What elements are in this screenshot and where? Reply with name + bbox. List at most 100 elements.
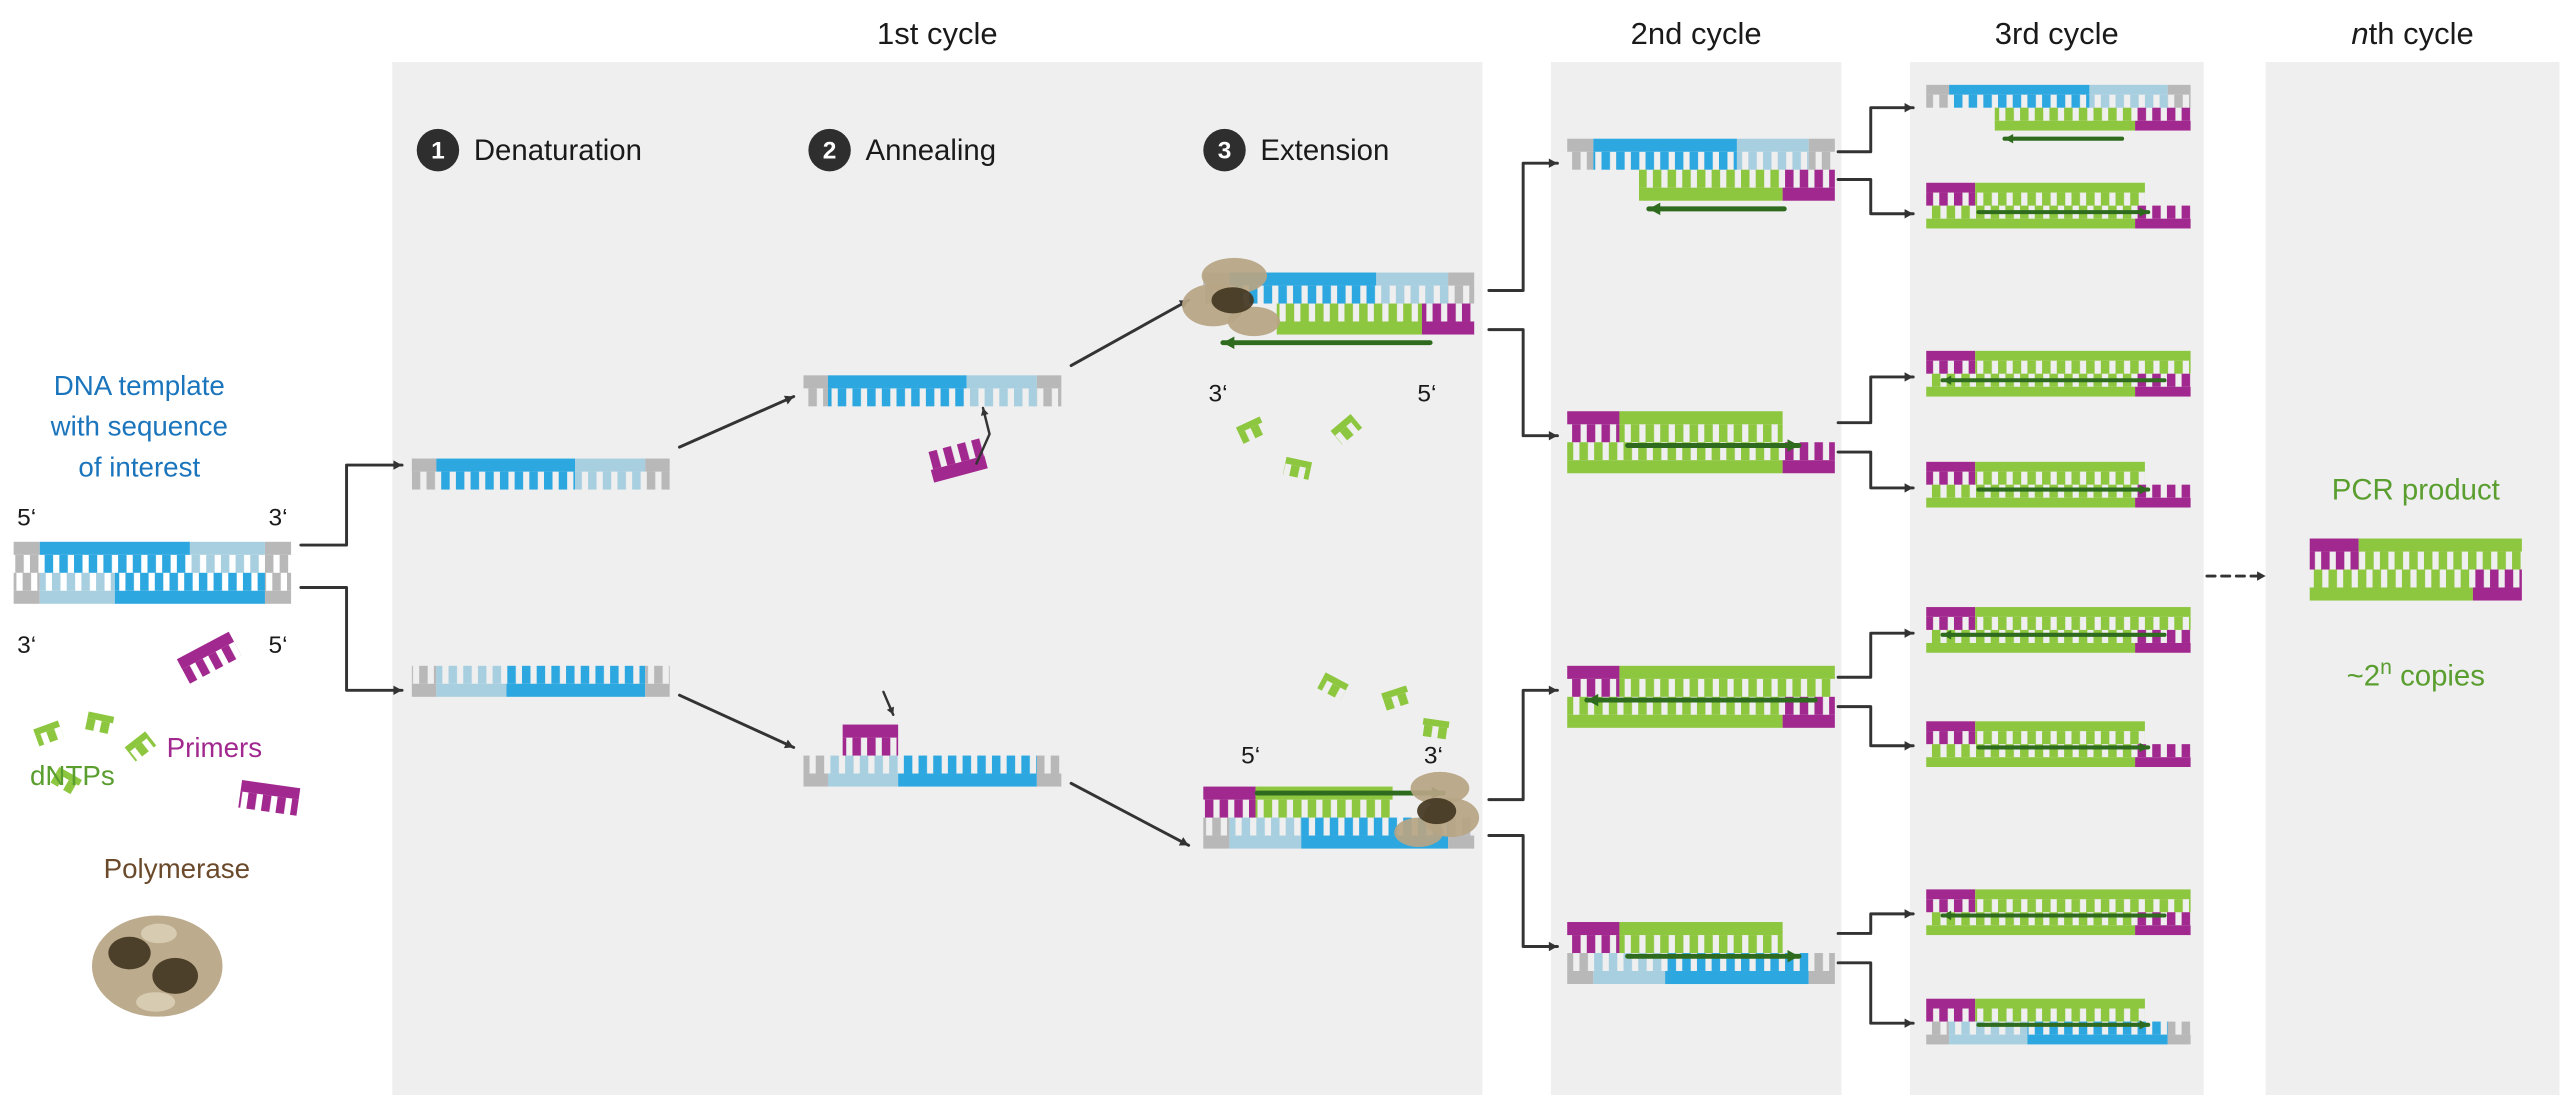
cycle3-duplex7-top bbox=[1926, 889, 2191, 913]
denatured-bottom-strand bbox=[411, 665, 670, 697]
annealing-bottom-strand bbox=[803, 755, 1062, 787]
dntp-icon-8 bbox=[1317, 672, 1349, 701]
cycle3-duplex1-bottom bbox=[1994, 107, 2191, 131]
arrow-ext-to-cycle2-4 bbox=[1487, 834, 1559, 952]
arrow-denat-to-anneal-bottom bbox=[677, 693, 796, 749]
template-top-strand bbox=[13, 541, 292, 573]
dntp-icon-3 bbox=[124, 731, 157, 762]
step-2-label: Annealing bbox=[865, 134, 996, 167]
cycle3-duplex3-bottom bbox=[1926, 373, 2191, 397]
cycle3-duplex8-top bbox=[1926, 998, 2145, 1022]
polymerase-legend bbox=[91, 915, 223, 1017]
arrow-cycle2-to-cycle3-7 bbox=[1836, 909, 1915, 935]
extension-arrow-cycle3-3 bbox=[1940, 375, 2167, 385]
template-5prime-top-label: 5‘ bbox=[17, 504, 36, 531]
arrow-anneal-primer-top bbox=[975, 406, 991, 465]
extension-arrow-cycle3-1 bbox=[2002, 134, 2125, 144]
arrow-cycle2-to-cycle3-1 bbox=[1836, 103, 1915, 154]
arrow-cycle2-to-cycle3-2 bbox=[1836, 178, 1915, 219]
extension-top-5prime-label: 5‘ bbox=[1417, 380, 1436, 407]
dntps-label: dNTPs bbox=[30, 760, 115, 791]
extension-bottom-3prime-label: 3‘ bbox=[1424, 743, 1443, 770]
template-5prime-bottom-label: 5‘ bbox=[268, 632, 287, 659]
arrows-layer bbox=[299, 103, 2268, 1030]
annealing-top-strand bbox=[803, 375, 1062, 407]
cycle2-duplex1-bottom bbox=[1639, 169, 1835, 201]
cycle2-duplex1-top bbox=[1567, 138, 1835, 170]
step-2-number: 2 bbox=[823, 137, 837, 164]
polymerase-extension-bottom bbox=[1394, 771, 1480, 847]
arrow-cycle2-to-cycle3-6 bbox=[1836, 705, 1915, 751]
dna-template-label-line1: DNA template bbox=[54, 370, 225, 401]
step-2-badge bbox=[808, 128, 851, 172]
polymerase-label: Polymerase bbox=[104, 853, 250, 884]
arrow-cycle2-to-cycle3-3 bbox=[1836, 372, 1915, 425]
polymerase-extension-top bbox=[1182, 257, 1280, 337]
arrow-template-to-bottom-strand bbox=[299, 586, 404, 695]
arrow-ext-to-cycle2-3 bbox=[1487, 685, 1559, 802]
arrow-cycle2-to-cycle3-8 bbox=[1836, 961, 1915, 1028]
step-1-label: Denaturation bbox=[474, 134, 642, 167]
template-3prime-top-label: 3‘ bbox=[268, 504, 287, 531]
cycle-2-header: 2nd cycle bbox=[1631, 16, 1762, 51]
arrow-anneal-primer-bottom bbox=[882, 690, 895, 716]
step-1-badge bbox=[416, 128, 460, 172]
dna-template-label-line2: with sequence bbox=[50, 411, 228, 442]
template-3prime-bottom-label: 3‘ bbox=[17, 632, 36, 659]
extension-top-new-strand bbox=[1276, 303, 1475, 335]
blobs-layer bbox=[91, 257, 1480, 1017]
dntp-icon-5 bbox=[1235, 416, 1268, 444]
dntp-icon-6 bbox=[1282, 456, 1313, 480]
arrow-denat-to-anneal-top bbox=[677, 395, 796, 449]
primer-icon-1 bbox=[176, 631, 242, 684]
arrow-ext-to-cycle2-1 bbox=[1487, 158, 1559, 292]
cycle3-duplex5-top bbox=[1926, 607, 2191, 630]
cycle3-duplex1-top bbox=[1926, 84, 2191, 108]
arrow-cycle2-to-cycle3-4 bbox=[1836, 450, 1915, 493]
cycle-n-header: nth cycle bbox=[2351, 16, 2473, 51]
arrow-anneal-to-ext-bottom bbox=[1069, 781, 1191, 847]
arrow-ext-to-cycle2-2 bbox=[1487, 328, 1559, 441]
pcr-product-label: PCR product bbox=[2332, 473, 2500, 506]
dntp-icon-1 bbox=[33, 720, 64, 747]
extension-arrow-cycle2-1 bbox=[1646, 202, 1787, 216]
extension-bottom-5prime-label: 5‘ bbox=[1241, 743, 1260, 770]
extension-arrow-cycle2-3 bbox=[1584, 693, 1818, 707]
cycle3-duplex4-top bbox=[1926, 461, 2145, 485]
extension-arrow-cycle3-4 bbox=[1976, 484, 2151, 495]
step-3-label: Extension bbox=[1260, 134, 1389, 167]
dntp-icon-10 bbox=[1421, 718, 1450, 740]
cycle2-duplex3-top bbox=[1567, 665, 1835, 697]
annealing-annealed-primer bbox=[842, 724, 899, 756]
step-3-number: 3 bbox=[1218, 137, 1232, 164]
dntp-icon-7 bbox=[1330, 414, 1363, 445]
cycle3-duplex2-top bbox=[1926, 182, 2145, 206]
cycle-1-panel bbox=[392, 62, 1483, 1095]
arrow-cycle3-to-nth bbox=[2205, 571, 2268, 581]
cycle3-duplex2-bottom bbox=[1926, 205, 2191, 229]
arrow-cycle2-to-cycle3-5 bbox=[1836, 628, 1915, 679]
dntp-icon-9 bbox=[1381, 685, 1412, 711]
dntp-icon-2 bbox=[84, 711, 115, 735]
extension-arrow-cycle2-2 bbox=[1625, 439, 1802, 452]
cycle2-duplex2-top bbox=[1567, 411, 1783, 443]
step-1-number: 1 bbox=[431, 137, 445, 164]
primer-icon-2 bbox=[238, 780, 301, 816]
primers-label: Primers bbox=[167, 732, 263, 763]
template-bottom-strand bbox=[13, 572, 292, 604]
extension-arrow-cycle3-8 bbox=[1976, 1020, 2151, 1030]
pcr-product-bottom bbox=[2309, 569, 2522, 601]
annealing-free-primer bbox=[926, 438, 988, 483]
extension-arrow-cycle3-7 bbox=[1940, 910, 2167, 921]
step-3-badge bbox=[1203, 128, 1246, 172]
cycle3-duplex6-top bbox=[1926, 721, 2145, 745]
dntp-icon-4 bbox=[50, 766, 82, 796]
extension-arrow-cycle2-4 bbox=[1625, 950, 1802, 963]
cycle3-duplex3-top bbox=[1926, 350, 2191, 374]
extension-top-3prime-label: 3‘ bbox=[1208, 380, 1227, 407]
denatured-top-strand bbox=[411, 458, 670, 490]
extension-arrow-cycle3-5 bbox=[1940, 630, 2167, 640]
cycle2-duplex4-top bbox=[1567, 922, 1783, 954]
